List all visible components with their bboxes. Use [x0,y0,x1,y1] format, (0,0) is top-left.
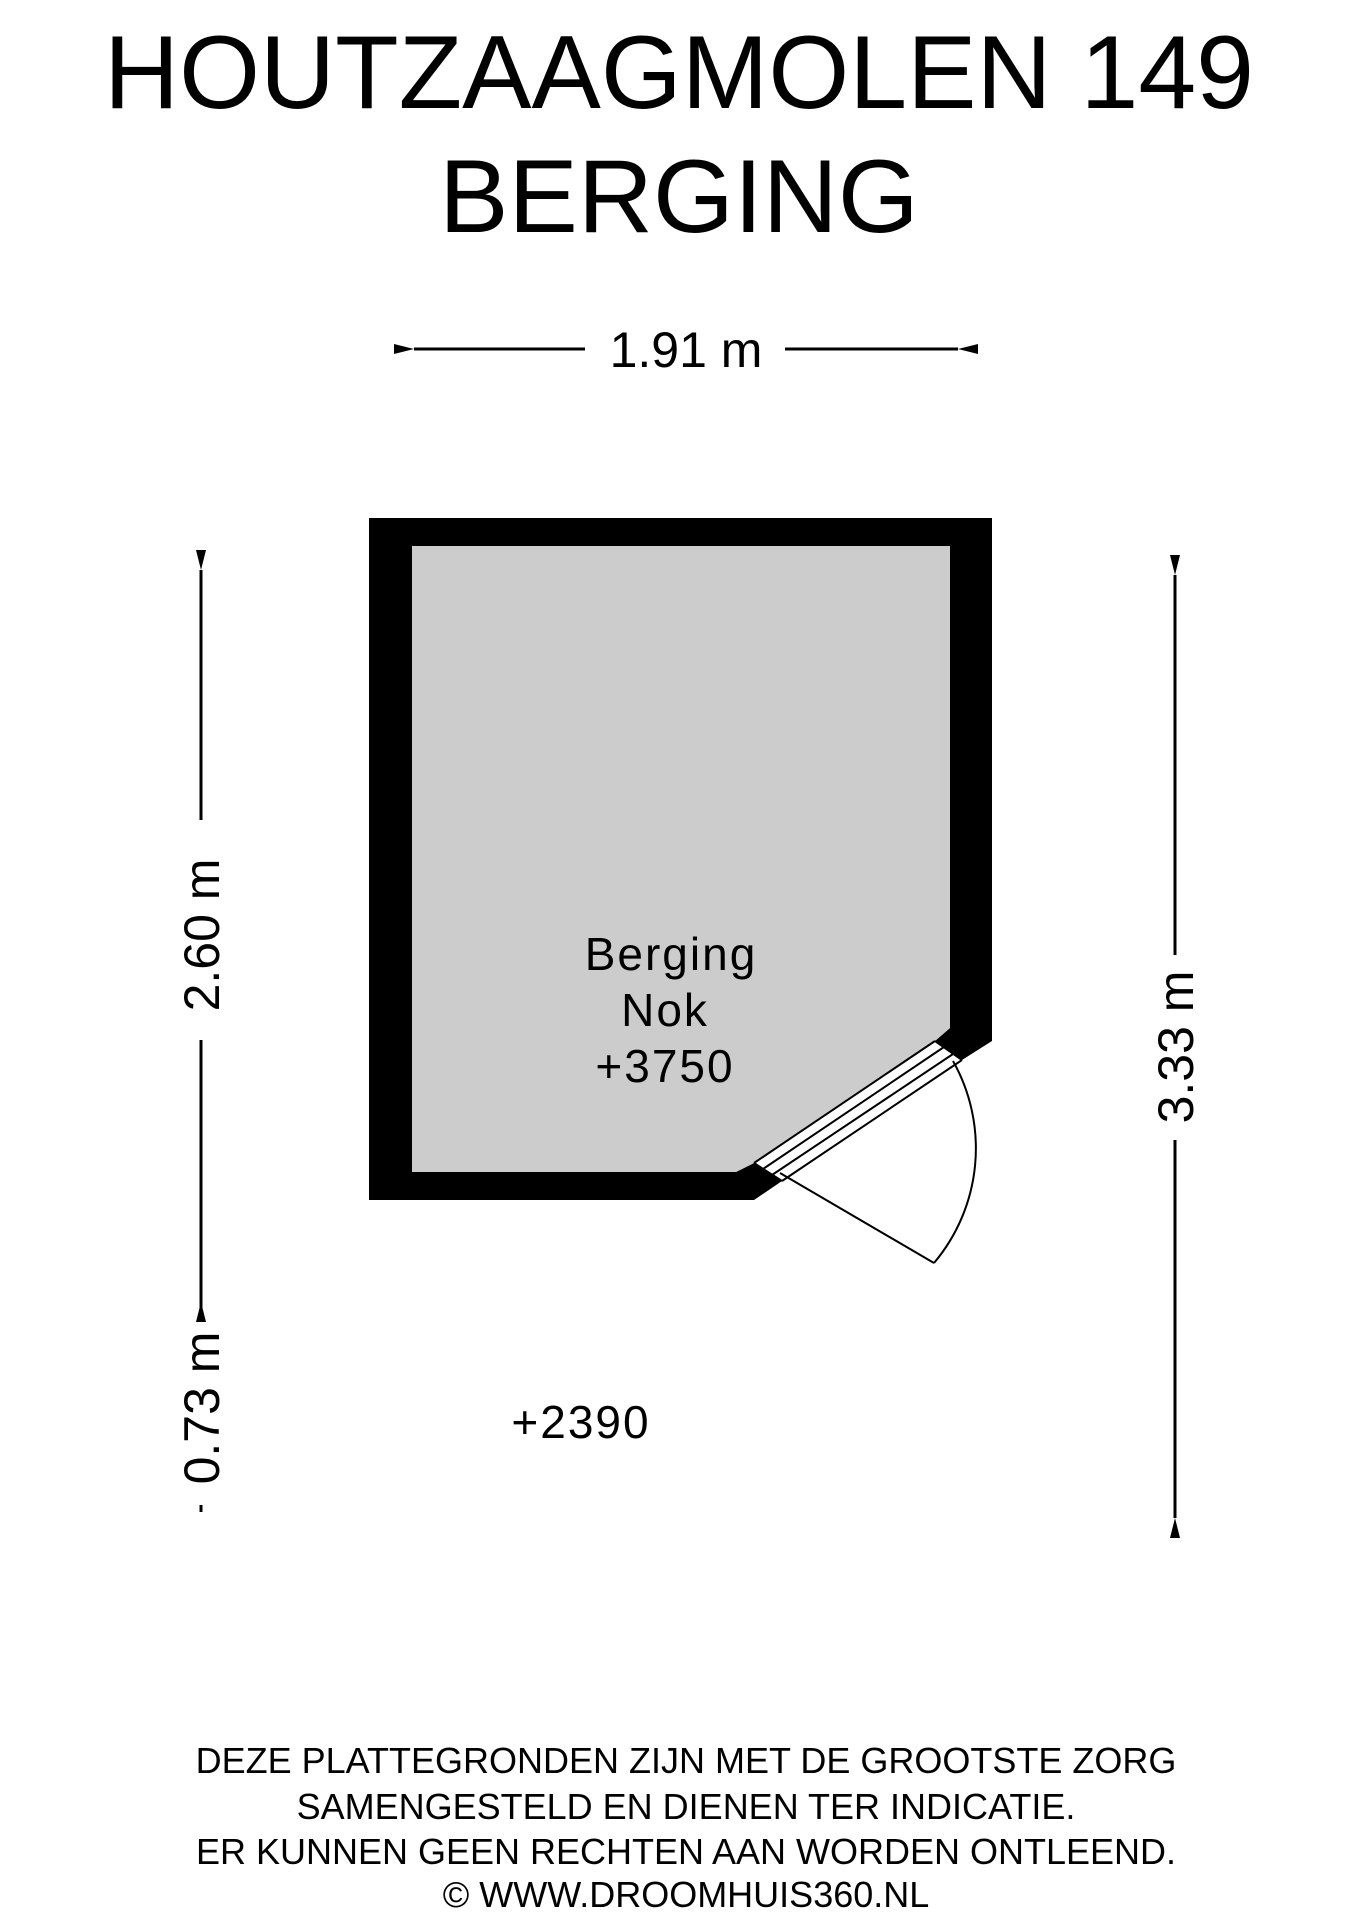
door-swing-arc [933,1060,977,1264]
left-lower-label: 0.73 m [174,1332,230,1485]
ridge-label: Nok [621,984,709,1036]
floor-title: BERGING [439,139,919,255]
disclaimer-line: DEZE PLATTEGRONDEN ZIJN MET DE GROOTSTE … [196,1740,1177,1781]
disclaimer-line: SAMENGESTELD EN DIENEN TER INDICATIE. [297,1786,1076,1827]
room-name: Berging [585,928,758,980]
room-berging [369,518,992,1200]
ridge-height: +3750 [595,1040,734,1092]
address-title: HOUTZAAGMOLEN 149 [104,15,1254,131]
copyright-line: © WWW.DROOMHUIS360.NL [443,1874,930,1915]
right-height-label: 3.33 m [1148,971,1204,1124]
left-upper-label: 2.60 m [174,859,230,1012]
top-dimension: 1.91 m [394,322,978,378]
width-label: 1.91 m [610,322,763,378]
door-leaf [779,1172,935,1264]
disclaimer: DEZE PLATTEGRONDEN ZIJN MET DE GROOTSTE … [196,1740,1177,1915]
left-dimension: 2.60 m 0.73 m [174,550,230,1512]
door [753,1040,977,1264]
floor-area [412,546,950,1172]
right-dimension: 3.33 m [1148,555,1204,1538]
disclaimer-line: ER KUNNEN GEEN RECHTEN AAN WORDEN ONTLEE… [196,1831,1176,1872]
low-height: +2390 [511,1396,650,1448]
